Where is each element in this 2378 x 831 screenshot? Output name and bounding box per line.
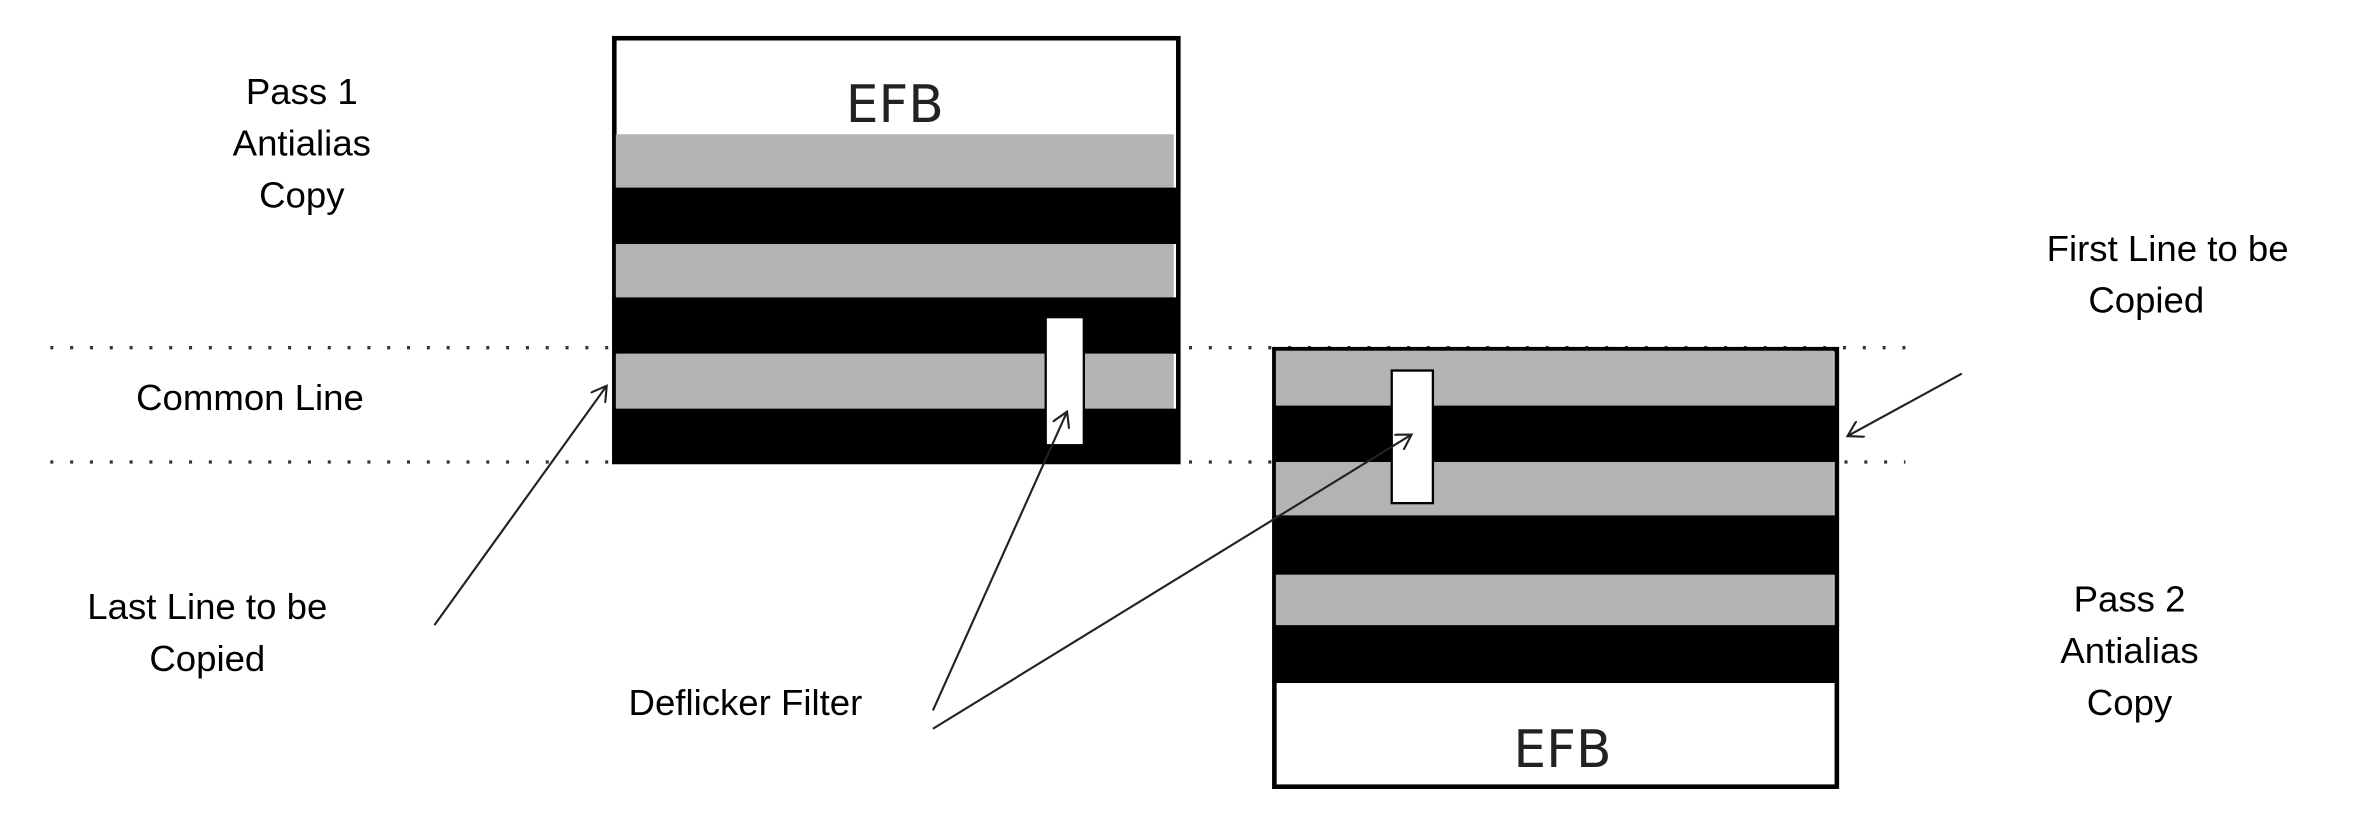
svg-text:Antialias: Antialias [233, 123, 371, 164]
deflicker-filter-label: Deflicker Filter [629, 682, 863, 723]
svg-text:Copy: Copy [2087, 682, 2173, 723]
common-line-label: Common Line [136, 377, 364, 418]
pass2-label: Pass 2 Antialias Copy [2060, 578, 2198, 723]
pass1-label: Pass 1 Antialias Copy [233, 71, 371, 216]
svg-text:Last Line to be: Last Line to be [87, 586, 327, 627]
first-line-label: First Line to be Copied [2047, 228, 2289, 321]
svg-text:Antialias: Antialias [2060, 630, 2198, 671]
deflicker-filter-window-1 [1044, 316, 1085, 447]
pass1-efb-box: EFB [612, 35, 1181, 465]
efb-label-top: EFB [846, 75, 944, 135]
deflicker-filter-window-2 [1390, 369, 1435, 505]
svg-text:First Line to be: First Line to be [2047, 228, 2289, 269]
arrow-deflicker-1 [931, 412, 1067, 711]
arrow-last-line [433, 386, 606, 626]
arrow-first-line [1848, 372, 1963, 436]
arrow-deflicker-2 [932, 435, 1412, 730]
svg-text:Copy: Copy [259, 174, 345, 215]
last-line-label: Last Line to be Copied [87, 586, 327, 679]
svg-text:Copied: Copied [149, 638, 265, 679]
svg-text:Pass 2: Pass 2 [2074, 578, 2186, 619]
svg-text:Copied: Copied [2088, 280, 2204, 321]
svg-text:Pass 1: Pass 1 [246, 71, 358, 112]
efb-label-bottom: EFB [1513, 720, 1611, 780]
pass2-efb-box: EFB [1272, 346, 1840, 789]
